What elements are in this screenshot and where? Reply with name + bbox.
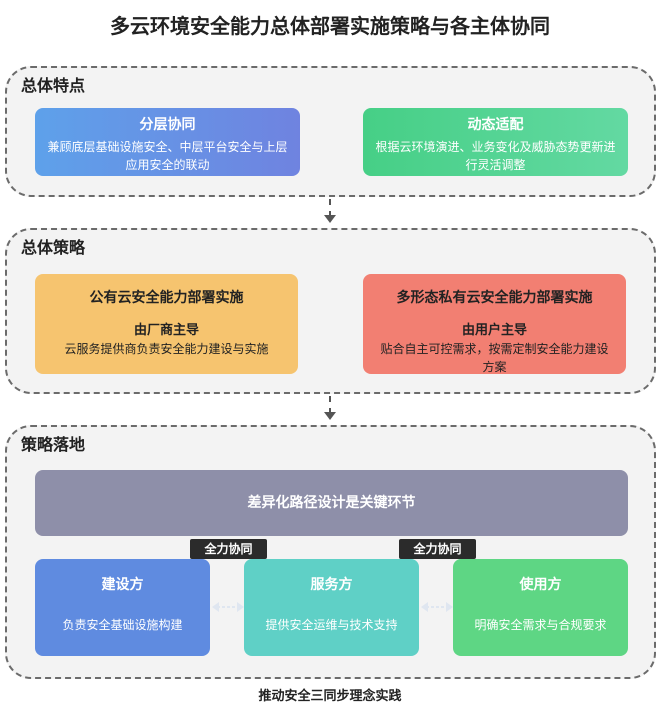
builder-card: 建设方 负责安全基础设施构建 bbox=[35, 559, 210, 656]
builder-desc: 负责安全基础设施构建 bbox=[62, 618, 183, 632]
service-title: 服务方 bbox=[310, 577, 353, 593]
public-cloud-lead: 由厂商主导 bbox=[133, 323, 199, 338]
collab-tag: 全力协同 bbox=[399, 539, 476, 559]
layered-collab-desc: 兼顾底层基础设施安全、中层平台安全与上层应用安全的联动 bbox=[47, 140, 288, 172]
dynamic-adapt-title: 动态适配 bbox=[467, 117, 524, 133]
dynamic-adapt-card: 动态适配 根据云环境演进、业务变化及威胁态势更新进行灵活调整 bbox=[363, 108, 628, 176]
double-arrow-icon bbox=[212, 602, 244, 612]
key-link-banner-text: 差异化路径设计是关键环节 bbox=[247, 495, 416, 511]
strategy-section: 总体策略 公有云安全能力部署实施 由厂商主导 云服务提供商负责安全能力建设与实施… bbox=[5, 228, 656, 394]
public-cloud-card: 公有云安全能力部署实施 由厂商主导 云服务提供商负责安全能力建设与实施 bbox=[35, 274, 298, 374]
page-title: 多云环境安全能力总体部署实施策略与各主体协同 bbox=[110, 14, 550, 38]
user-title: 使用方 bbox=[519, 577, 562, 593]
user-card: 使用方 明确安全需求与合规要求 bbox=[453, 559, 628, 656]
footer-caption: 推动安全三同步理念实践 bbox=[258, 689, 402, 704]
double-arrow-icon bbox=[421, 602, 453, 612]
strategy-section-label: 总体策略 bbox=[21, 238, 86, 257]
private-cloud-title: 多形态私有云安全能力部署实施 bbox=[396, 290, 593, 306]
layered-collab-card: 分层协同 兼顾底层基础设施安全、中层平台安全与上层应用安全的联动 bbox=[35, 108, 300, 176]
private-cloud-lead: 由用户主导 bbox=[461, 323, 527, 338]
key-link-banner: 差异化路径设计是关键环节 bbox=[35, 470, 628, 536]
public-cloud-desc: 云服务提供商负责安全能力建设与实施 bbox=[64, 342, 269, 356]
features-section-label: 总体特点 bbox=[21, 76, 86, 95]
landing-section: 策略落地 差异化路径设计是关键环节 全力协同 全力协同 建设方 负责安全基础设施… bbox=[5, 425, 656, 679]
private-cloud-desc: 贴合自主可控需求，按需定制安全能力建设方案 bbox=[380, 342, 609, 374]
user-desc: 明确安全需求与合规要求 bbox=[474, 618, 607, 632]
service-desc: 提供安全运维与技术支持 bbox=[265, 618, 398, 632]
private-cloud-card: 多形态私有云安全能力部署实施 由用户主导 贴合自主可控需求，按需定制安全能力建设… bbox=[363, 274, 626, 374]
service-card: 服务方 提供安全运维与技术支持 bbox=[244, 559, 419, 656]
features-section: 总体特点 分层协同 兼顾底层基础设施安全、中层平台安全与上层应用安全的联动 动态… bbox=[5, 66, 656, 197]
builder-title: 建设方 bbox=[101, 577, 144, 593]
public-cloud-title: 公有云安全能力部署实施 bbox=[89, 290, 244, 306]
landing-section-label: 策略落地 bbox=[21, 435, 86, 454]
layered-collab-title: 分层协同 bbox=[139, 117, 196, 133]
collab-tag: 全力协同 bbox=[190, 539, 267, 559]
dynamic-adapt-desc: 根据云环境演进、业务变化及威胁态势更新进行灵活调整 bbox=[375, 140, 616, 172]
